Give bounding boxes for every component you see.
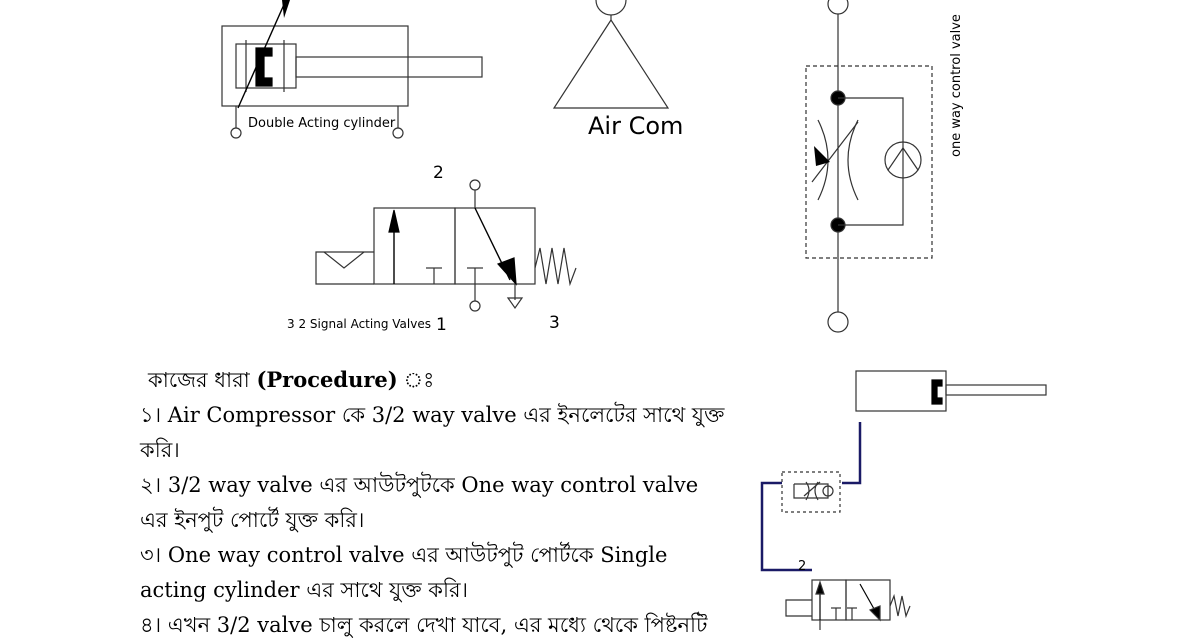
double-acting-cylinder-symbol [221, 0, 483, 139]
procedure-section: কাজের ধারা (Procedure) ঃ ১। Air Compress… [140, 362, 730, 643]
pneumatic-diagram: Double Acting cylinder Air Com one way c… [221, 0, 1047, 630]
circuit-port-label-2: 2 [798, 559, 806, 574]
air-compressor-symbol [552, 0, 670, 109]
air-compressor-label: Air Com [588, 112, 683, 140]
one-way-control-valve-symbol [805, 0, 933, 333]
procedure-step-4: ৪। এখন 3/2 valve চালু করলে দেখা যাবে, এর… [140, 613, 708, 637]
circuit-diagram [760, 370, 1047, 630]
one-way-control-valve-label: one way control valve [949, 14, 964, 157]
double-acting-cylinder-label: Double Acting cylinder [248, 116, 396, 131]
port-label-1: 1 [436, 315, 447, 335]
procedure-step-3: ৩। One way control valve এর আউটপুট পোর্ট… [140, 543, 668, 602]
three-two-signal-valve-symbol [315, 179, 577, 312]
procedure-step-1: ১। Air Compressor কে 3/2 way valve এর ইন… [140, 403, 725, 462]
procedure-step-2: ২। 3/2 way valve এর আউটপুটকে One way con… [140, 473, 699, 532]
procedure-title: কাজের ধারা (Procedure) ঃ [148, 367, 435, 392]
port-label-2: 2 [433, 163, 444, 183]
port-label-3: 3 [549, 313, 560, 333]
three-two-signal-valve-label: 3 2 Signal Acting Valves [287, 317, 431, 331]
